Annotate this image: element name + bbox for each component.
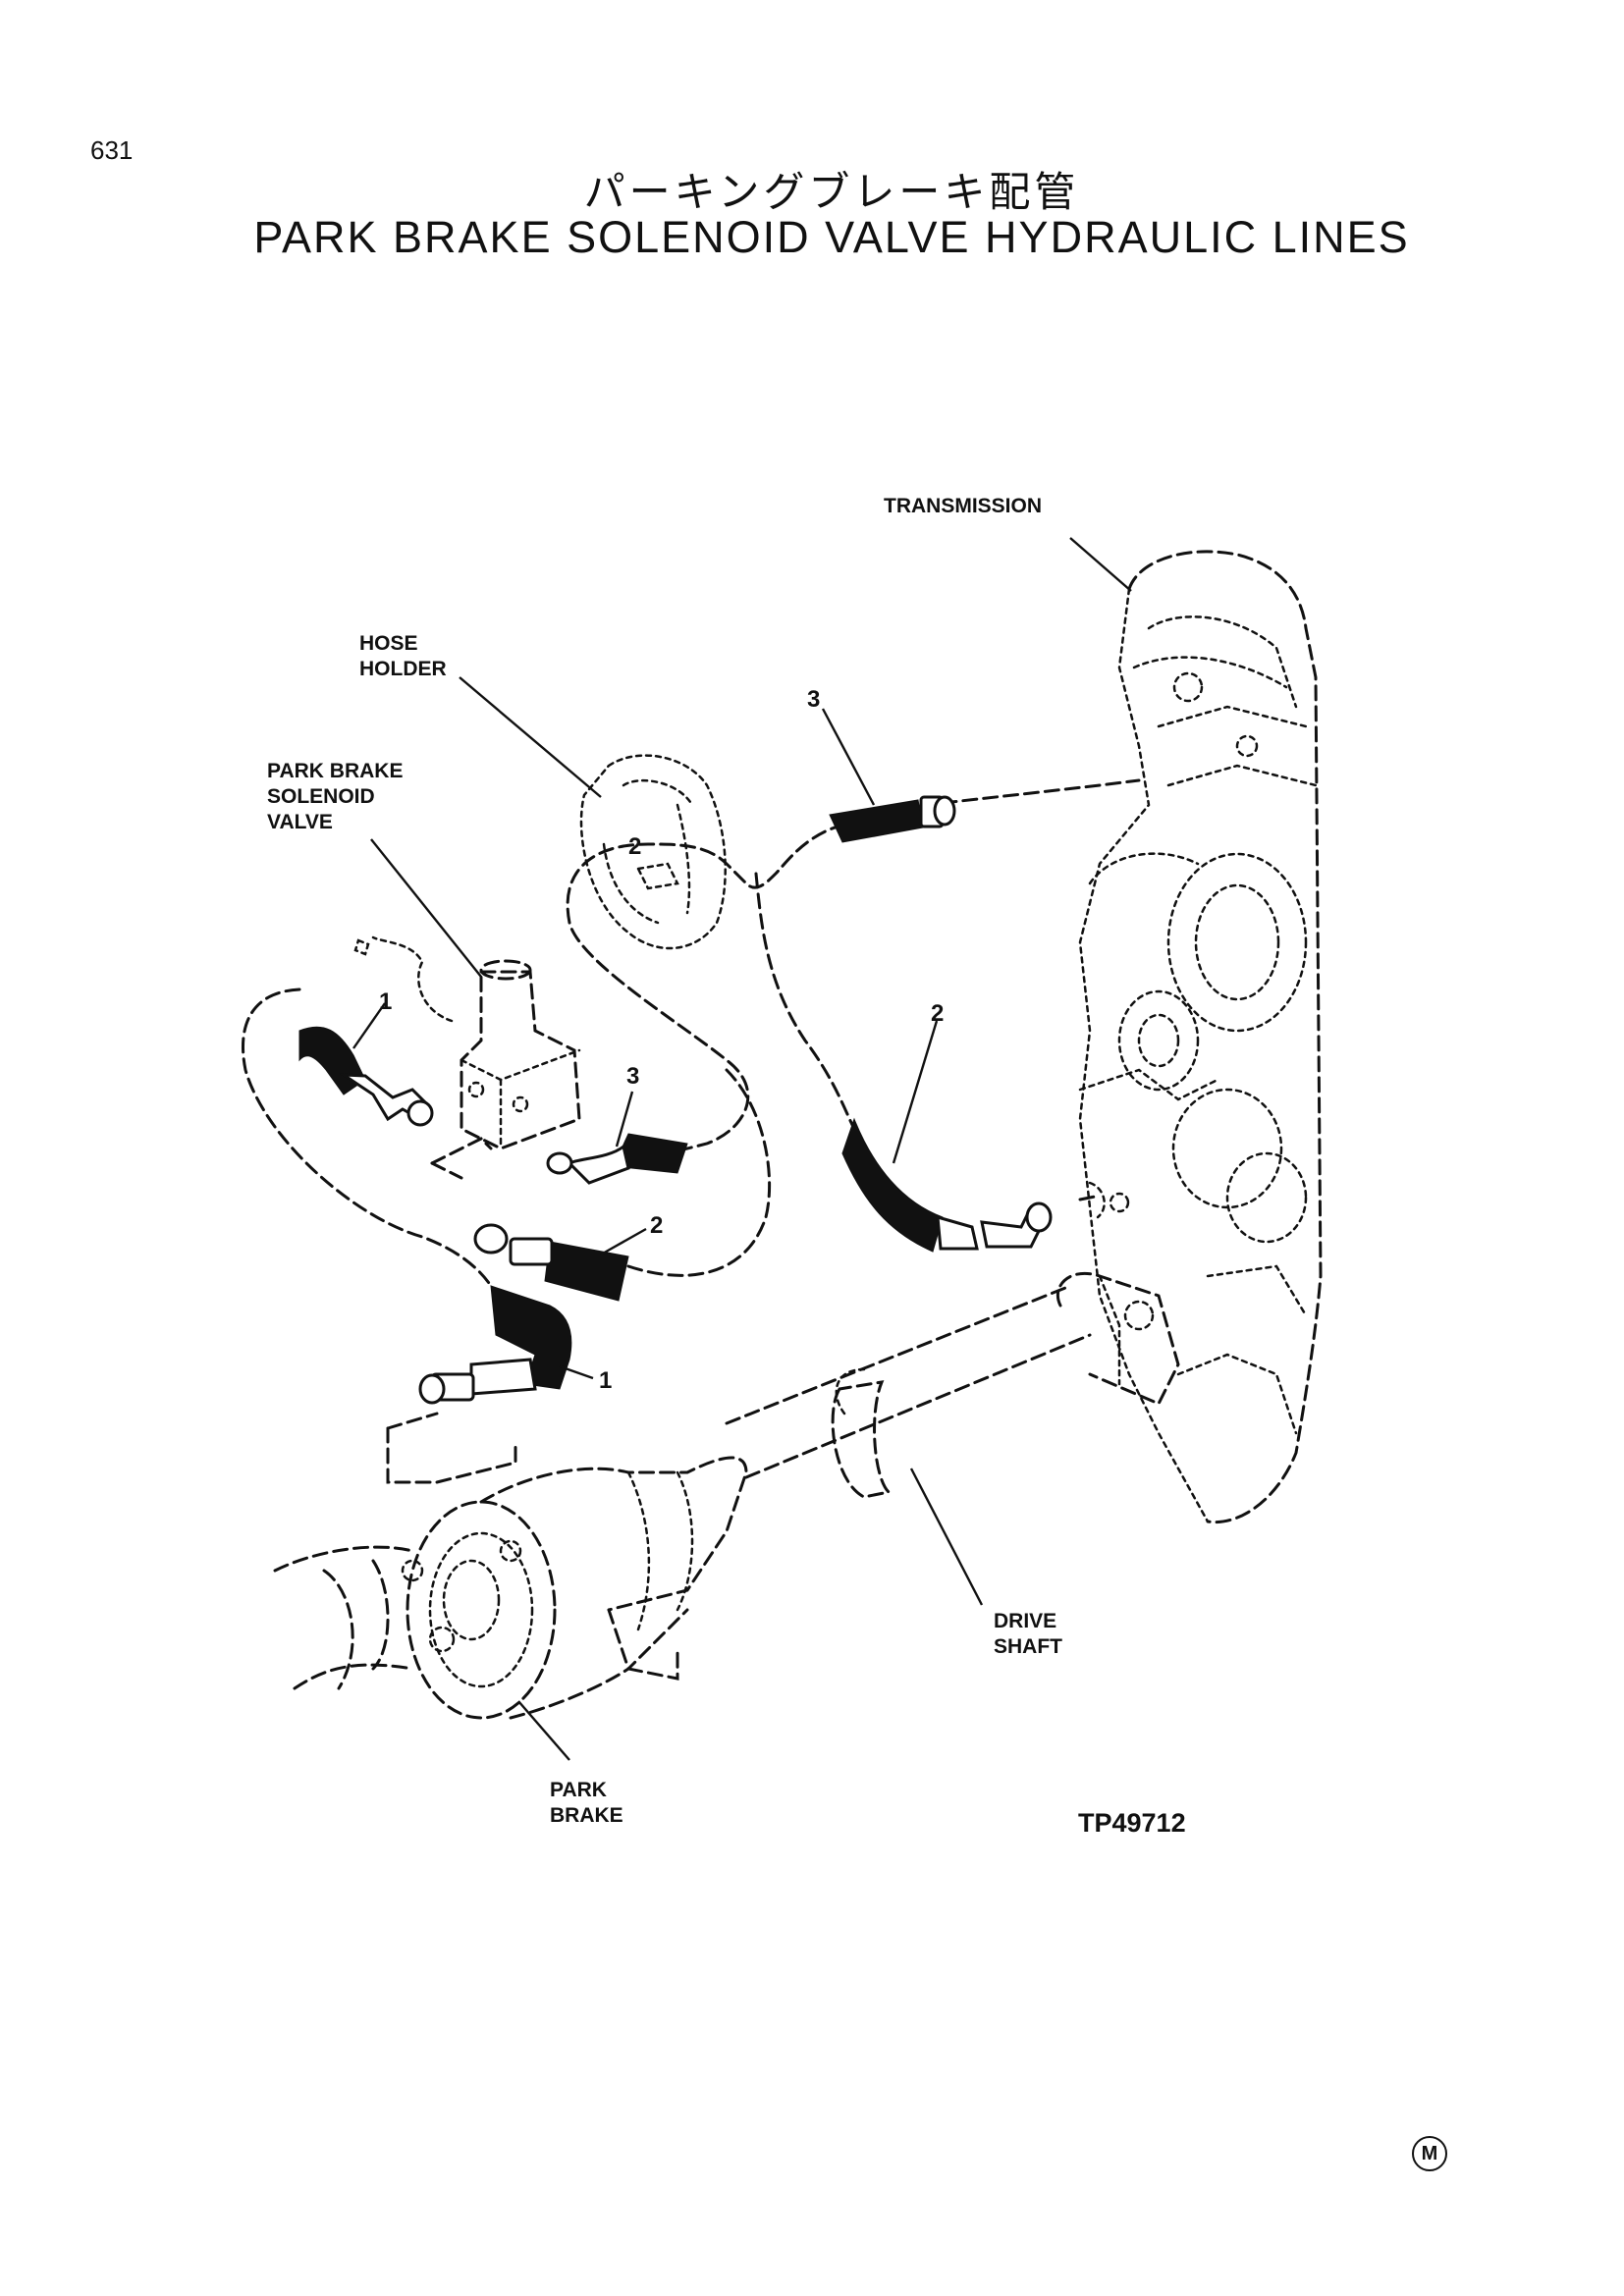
item-number-3-valve: 3 [626, 1063, 639, 1090]
hose-2-right [841, 1117, 944, 1253]
label-hose-holder-line-2: HOLDER [359, 658, 447, 680]
page-number: 631 [90, 135, 134, 165]
item-number-2-right: 2 [931, 1000, 944, 1027]
park-brake-illustration [273, 1456, 748, 1720]
item-number-3-top: 3 [807, 686, 820, 713]
figure-code: TP49712 [1078, 1808, 1186, 1838]
item-number-1-valve: 1 [379, 988, 392, 1015]
label-transmission: TRANSMISSION [884, 495, 1042, 517]
label-solenoid-valve-line-2: SOLENOID [267, 785, 375, 808]
hose-holder-item-2: 2 [628, 833, 641, 860]
page-title-english: PARK BRAKE SOLENOID VALVE HYDRAULIC LINE… [253, 212, 1410, 262]
leader-lines [352, 537, 1132, 1761]
hydraulic-hoses [298, 795, 1053, 1405]
label-park-brake-line-1: PARK [550, 1779, 607, 1801]
hose-3-top [829, 799, 924, 843]
item-number-1-brake: 1 [599, 1367, 612, 1394]
label-solenoid-valve-line-1: PARK BRAKE [267, 760, 403, 782]
item-number-2-valve: 2 [650, 1212, 663, 1239]
hose-2-valve [544, 1241, 629, 1302]
manufacturer-mark-icon: M [1412, 2136, 1447, 2171]
hose-holder-illustration: 2 [579, 754, 727, 950]
label-drive-shaft-line-1: DRIVE [994, 1610, 1056, 1632]
callout-labels: TRANSMISSION HOSE HOLDER PARK BRAKE SOLE… [267, 495, 1186, 1838]
label-hose-holder-line-1: HOSE [359, 632, 418, 655]
label-drive-shaft-line-2: SHAFT [994, 1635, 1062, 1658]
park-brake-solenoid-valve-illustration [353, 935, 581, 1150]
label-solenoid-valve-line-3: VALVE [267, 811, 333, 833]
label-park-brake-line-2: BRAKE [550, 1804, 623, 1827]
drive-shaft-illustration [725, 1271, 1180, 1499]
hose-routing-paths [241, 778, 1141, 1484]
page-title-japanese: パーキングブレーキ配管 [583, 168, 1080, 216]
transmission-illustration [1078, 550, 1323, 1524]
